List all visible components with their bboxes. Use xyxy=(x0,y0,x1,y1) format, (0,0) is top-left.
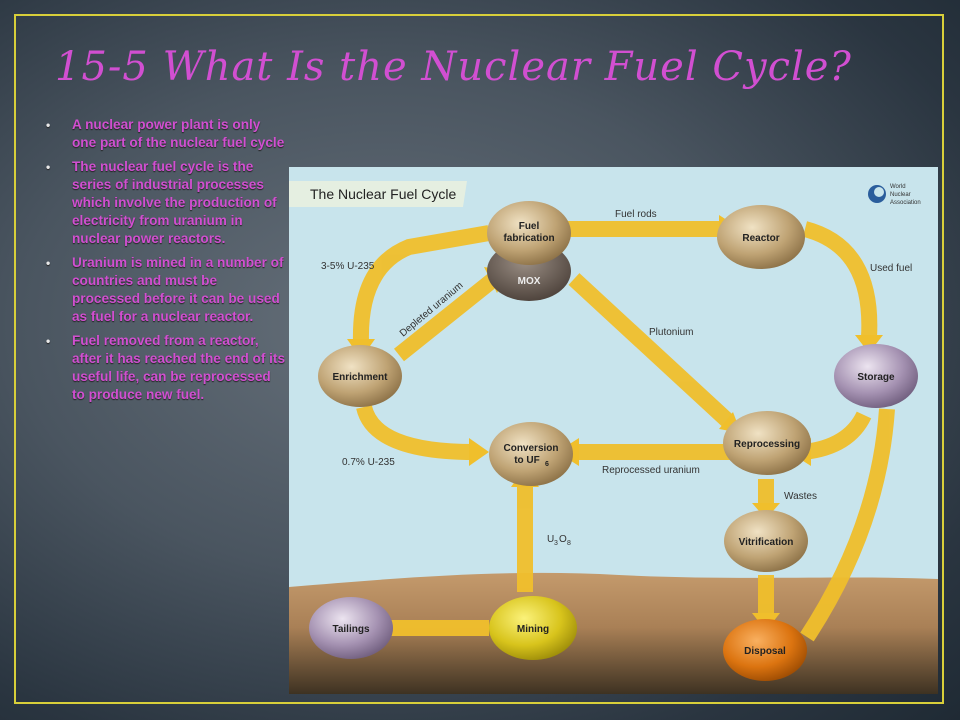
node-enrichment: Enrichment xyxy=(318,345,402,407)
bullet-dot-icon: • xyxy=(46,160,51,174)
flow-label-plutonium: Plutonium xyxy=(649,327,693,338)
arrow-plutonium xyxy=(568,273,735,428)
bullet-text: A nuclear power plant is only one part o… xyxy=(72,117,285,150)
bullet-dot-icon: • xyxy=(46,118,51,132)
flow-label-u3o8: U 3 O 8 xyxy=(547,534,571,547)
node-label-uf-subscript: 6 xyxy=(545,461,549,468)
node-mining: Mining xyxy=(489,596,577,660)
bullet-text: Uranium is mined in a number of countrie… xyxy=(72,255,284,324)
bullet-text: The nuclear fuel cycle is the series of … xyxy=(72,159,277,246)
wna-logo: World Nuclear Association xyxy=(868,184,921,206)
logo-line-2: Nuclear xyxy=(890,192,911,198)
node-label-tailings: Tailings xyxy=(332,624,369,635)
arrow-storage-reprocessing xyxy=(802,411,872,460)
node-label-fuel: Fuel xyxy=(519,221,540,232)
bullet-list: • A nuclear power plant is only one part … xyxy=(40,116,286,410)
arrow-depleted-uranium xyxy=(394,272,499,362)
bullet-item: • Uranium is mined in a number of countri… xyxy=(40,254,286,326)
logo-line-3: Association xyxy=(890,200,921,206)
node-fuel-fabrication: Fuel fabrication xyxy=(487,201,571,265)
node-label-fabrication: fabrication xyxy=(503,233,554,244)
diagram-title: The Nuclear Fuel Cycle xyxy=(310,186,456,202)
u3o8-sub-3: 3 xyxy=(554,540,558,547)
node-label-storage: Storage xyxy=(857,372,895,383)
u3o8-o: O xyxy=(559,534,567,545)
diagram-title-tab xyxy=(289,181,467,207)
bullet-text: Fuel removed from a reactor, after it ha… xyxy=(72,333,286,402)
bullet-dot-icon: • xyxy=(46,256,51,270)
logo-line-1: World xyxy=(890,184,906,190)
bullet-item: • The nuclear fuel cycle is the series of… xyxy=(40,158,286,248)
node-storage: Storage xyxy=(834,344,918,408)
node-label-vitrification: Vitrification xyxy=(739,537,794,548)
u3o8-sub-8: 8 xyxy=(567,540,571,547)
node-label-reprocessing: Reprocessing xyxy=(734,439,800,450)
flow-label-fuel-rods: Fuel rods xyxy=(615,209,657,220)
arrow-enrichment-fabrication xyxy=(352,225,491,343)
node-label-reactor: Reactor xyxy=(742,233,779,244)
node-reprocessing: Reprocessing xyxy=(723,411,811,475)
flow-label-used-fuel: Used fuel xyxy=(870,263,912,274)
node-label-to-uf: to UF xyxy=(514,455,540,466)
flow-label-wastes: Wastes xyxy=(784,491,817,502)
node-label-mining: Mining xyxy=(517,624,549,635)
node-label-mox: MOX xyxy=(518,276,541,287)
node-tailings: Tailings xyxy=(309,597,393,659)
u3o8-u: U xyxy=(547,534,554,545)
flow-arrows xyxy=(352,221,895,642)
node-vitrification: Vitrification xyxy=(724,510,808,572)
arrow-used-fuel xyxy=(802,221,878,338)
slide-title: 15-5 What Is the Nuclear Fuel Cycle? xyxy=(55,44,852,90)
bullet-item: • A nuclear power plant is only one part … xyxy=(40,116,286,152)
node-disposal: Disposal xyxy=(723,619,807,681)
fuel-cycle-diagram: The Nuclear Fuel Cycle World Nuclear Ass… xyxy=(289,167,938,694)
flow-label-reprocessed-uranium: Reprocessed uranium xyxy=(602,465,700,476)
arrow-storage-disposal xyxy=(800,408,895,642)
arrow-conversion-enrichment xyxy=(356,404,475,460)
bullet-item: • Fuel removed from a reactor, after it h… xyxy=(40,332,286,404)
bullet-dot-icon: • xyxy=(46,334,51,348)
node-label-disposal: Disposal xyxy=(744,646,786,657)
node-label-conversion: Conversion xyxy=(503,443,558,454)
flow-label-u235-high: 3-5% U-235 xyxy=(321,261,375,272)
node-label-enrichment: Enrichment xyxy=(332,372,388,383)
flow-label-u235-low: 0.7% U-235 xyxy=(342,457,395,468)
fuel-cycle-svg: The Nuclear Fuel Cycle World Nuclear Ass… xyxy=(289,181,938,694)
node-conversion: Conversion to UF 6 xyxy=(489,422,573,486)
node-reactor: Reactor xyxy=(717,205,805,269)
